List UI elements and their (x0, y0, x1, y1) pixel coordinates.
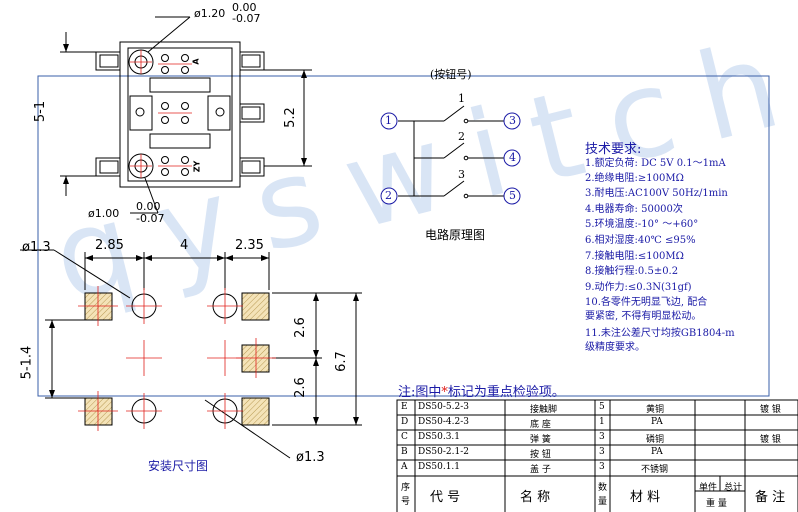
dim-2-85: 2.85 (95, 238, 124, 253)
spec-item: 级精度要求。 (585, 342, 645, 353)
marking-bottom: ZY (192, 160, 202, 173)
bom-header-qty-2: 量 (598, 497, 608, 507)
bom-header-qty-1: 数 (598, 483, 608, 493)
spec-item: 5.环境温度:-10° ～+60° (585, 219, 699, 230)
dim-hole-top-upper: 0.00 (232, 1, 257, 14)
switch-label-1: 1 (458, 92, 465, 105)
bom-row-material: 磷铜 (646, 435, 665, 445)
dim-2-35: 2.35 (235, 238, 264, 253)
bom-row-code: DS50-2.1-2 (418, 447, 469, 457)
bom-row-material: PA (651, 447, 663, 457)
bom-row-note: 镀 银 (760, 405, 781, 415)
dim-hole-bottom-lower: -0.07 (136, 212, 165, 225)
bom-row-id: A (401, 462, 408, 472)
spec-item: 8.接触行程:0.5±0.2 (585, 266, 679, 277)
bom-header-unit: 单件 (699, 483, 718, 493)
dim-hole-top-lower: -0.07 (232, 12, 261, 25)
dim-6-7: 6.7 (333, 351, 349, 372)
note-prefix: 注:图中 (398, 385, 442, 400)
bom-row-qty: 5 (599, 402, 605, 412)
bom-row-id: C (401, 432, 408, 442)
specs-title: 技术要求: (585, 142, 642, 157)
switch-label-2: 2 (458, 130, 465, 143)
dim-right: 5.2 (282, 107, 298, 128)
bom-row-qty: 3 (599, 432, 605, 442)
dim-5-1-4: 5-1.4 (19, 345, 35, 380)
spec-item: 4.电器寿命: 50000次 (585, 204, 683, 215)
switch-label-3: 3 (458, 168, 465, 181)
node-5: 5 (509, 189, 516, 202)
spec-item: 10.各零件无明显飞边, 配合 (585, 297, 708, 308)
bom-row-code: DS50-5.2-3 (418, 402, 469, 412)
marking-top: A (191, 58, 201, 65)
bom-header-note: 备 注 (755, 490, 786, 505)
circuit-title: (按钮号) (430, 68, 472, 81)
bom-row-material: PA (651, 417, 663, 427)
dim-2-6-lower: 2.6 (292, 377, 308, 398)
spec-item: 2.绝缘电阻:≥100MΩ (585, 173, 684, 184)
bom-table-grid (396, 399, 798, 512)
bom-header-seq-2: 号 (401, 497, 411, 507)
bom-row-material: 不锈钢 (641, 465, 669, 475)
bom-header-code: 代 号 (430, 490, 461, 505)
dim-hole-footprint-bottom: ø1.3 (296, 450, 325, 465)
bom-header-name: 名 称 (520, 490, 551, 505)
footprint-caption: 安装尺寸图 (148, 459, 209, 473)
dim-left: 5-1 (33, 100, 49, 123)
dim-hole-footprint: ø1.3 (22, 240, 51, 255)
circuit-diagram (380, 105, 521, 205)
bom-header-total: 总计 (724, 483, 743, 493)
bom-row-name: 弹 簧 (530, 435, 551, 445)
bom-row-name: 接触脚 (530, 405, 558, 415)
bom-row-id: E (401, 402, 408, 412)
node-1: 1 (385, 114, 392, 127)
bom-row-id: B (401, 447, 408, 457)
top-view (60, 16, 312, 214)
bom-row-material: 黄铜 (646, 405, 665, 415)
dim-hole-top: ø1.20 (194, 7, 225, 20)
bom-row-qty: 3 (599, 462, 605, 472)
dim-hole-top-prefix: ø1.20 (194, 7, 226, 20)
spec-item: 9.动作力:≤0.3N(31gf) (585, 282, 692, 293)
spec-item: 11.未注公差尺寸均按GB1804-m (585, 328, 735, 339)
bom-row-qty: 3 (599, 447, 605, 457)
inspection-note: 注:图中*标记为重点检验项。 (398, 381, 565, 400)
bom-row-note: 镀 银 (760, 435, 781, 445)
note-star: * (441, 385, 448, 400)
dim-hole-bottom-upper: 0.00 (136, 200, 161, 213)
spec-item: 6.相对湿度:40℃ ≤95% (585, 235, 696, 246)
spec-item: 7.接触电阻:≤100MΩ (585, 251, 684, 262)
bom-row-id: D (401, 417, 409, 427)
circuit-caption: 电路原理图 (425, 228, 486, 242)
bom-header-weight: 重 量 (706, 499, 727, 509)
spec-item: 要紧密, 不得有明显松动。 (585, 311, 702, 322)
bom-row-code: DS50.3.1 (418, 432, 461, 442)
bom-header-material: 材 料 (630, 490, 661, 505)
bom-row-code: DS50-4.2-3 (418, 417, 469, 427)
node-4: 4 (509, 151, 516, 164)
dim-2-6-upper: 2.6 (292, 317, 308, 338)
bom-row-name: 底 座 (530, 420, 551, 430)
bom-row-name: 盖 子 (530, 465, 551, 475)
dim-hole-bottom-prefix: ø1.00 (88, 207, 120, 220)
bom-row-qty: 1 (599, 417, 605, 427)
dim-4: 4 (180, 238, 189, 253)
spec-item: 1.额定负荷: DC 5V 0.1～1mA (585, 158, 726, 169)
bom-header-seq-1: 序 (401, 483, 411, 493)
node-3: 3 (509, 114, 516, 127)
note-suffix: 标记为重点检验项。 (447, 385, 565, 400)
bom-row-code: DS50.1.1 (418, 462, 461, 472)
bom-row-name: 按 钮 (530, 450, 551, 460)
spec-item: 3.耐电压:AC100V 50Hz/1min (585, 188, 728, 199)
node-2: 2 (385, 189, 392, 202)
footprint-view (20, 249, 362, 459)
